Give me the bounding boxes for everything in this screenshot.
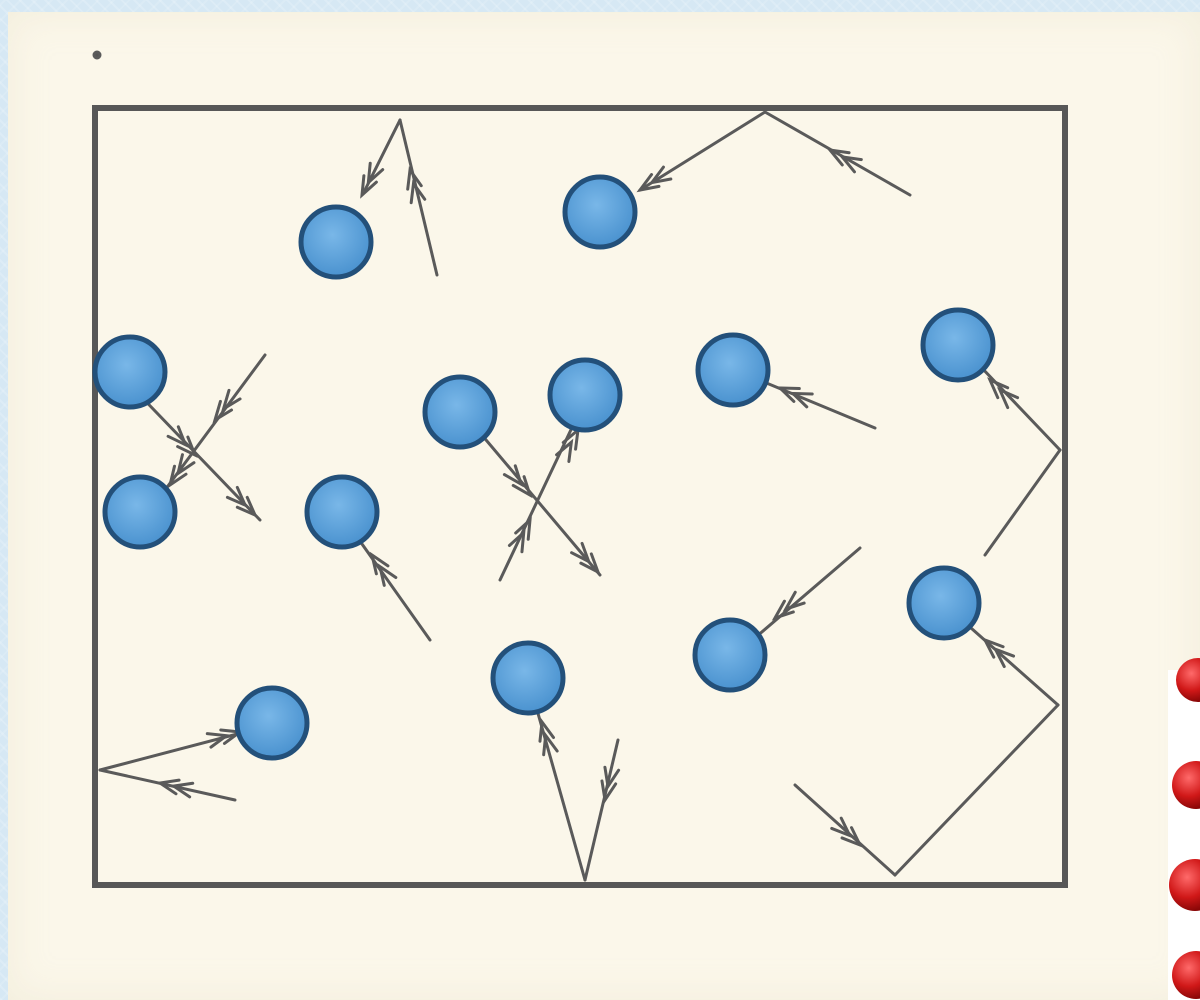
arrowhead	[990, 380, 1018, 408]
trajectory-line	[100, 770, 235, 800]
molecules	[95, 177, 993, 758]
red-sphere	[1172, 951, 1200, 999]
molecule	[493, 643, 563, 713]
red-spheres	[1169, 658, 1200, 999]
trajectory-line	[765, 112, 910, 195]
trajectory-line	[985, 450, 1060, 555]
arrowhead	[168, 427, 195, 455]
trajectory-line	[795, 785, 895, 875]
molecule	[95, 337, 165, 407]
molecule	[425, 377, 495, 447]
molecule	[923, 310, 993, 380]
arrowhead	[509, 520, 530, 552]
trajectory-line	[585, 740, 618, 880]
molecule	[698, 335, 768, 405]
red-sphere	[1169, 859, 1200, 911]
arrowhead	[408, 170, 425, 203]
red-sphere	[1172, 761, 1200, 809]
molecule	[909, 568, 979, 638]
arrowhead	[780, 388, 812, 407]
molecule	[307, 477, 377, 547]
trajectories	[94, 52, 1060, 880]
molecule	[565, 177, 635, 247]
paper-speck	[94, 52, 100, 58]
red-sphere	[1176, 658, 1200, 702]
trajectory-line	[640, 112, 765, 190]
trajectory-line	[400, 120, 437, 275]
arrowhead	[362, 163, 383, 195]
arrowhead	[775, 592, 804, 618]
molecule	[550, 360, 620, 430]
molecule	[237, 688, 307, 758]
arrowhead	[207, 730, 240, 747]
trajectory-line	[530, 685, 585, 880]
arrowhead	[372, 555, 396, 585]
molecule	[301, 207, 371, 277]
arrowhead	[504, 466, 530, 495]
molecule	[695, 620, 765, 690]
molecule	[105, 477, 175, 547]
trajectory-line	[895, 705, 1058, 875]
